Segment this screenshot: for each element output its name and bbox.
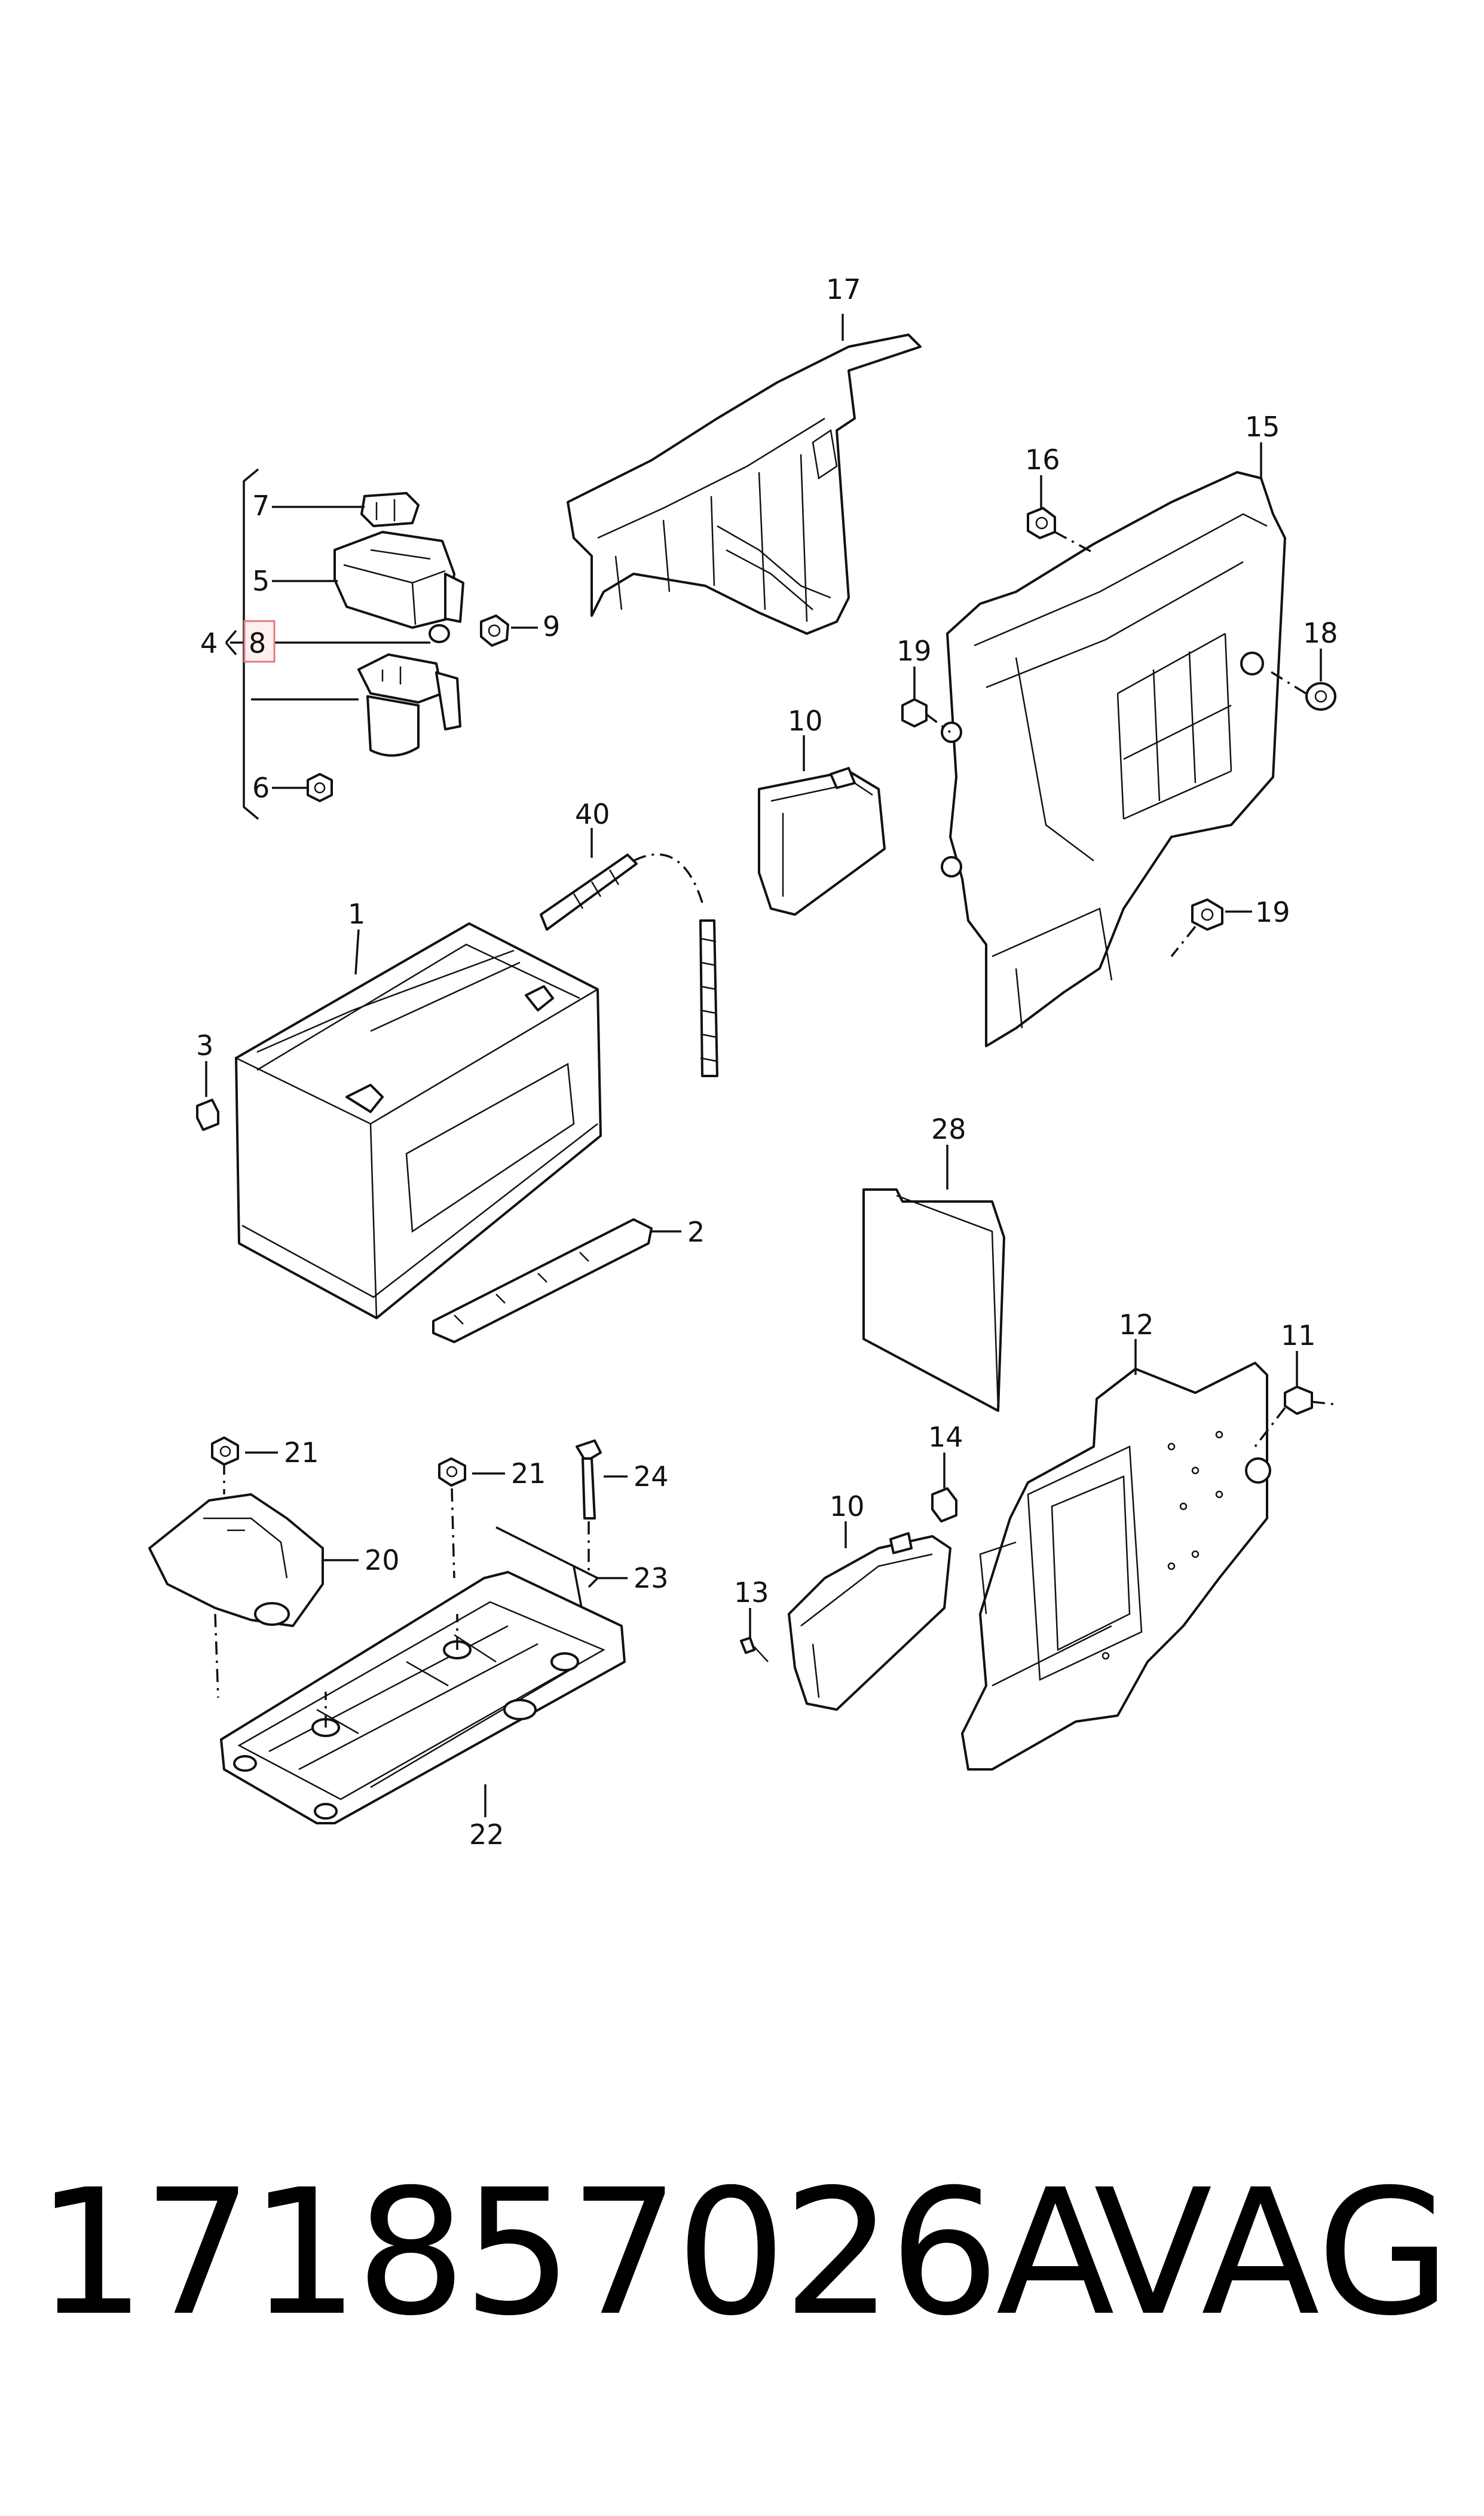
part-18-washer bbox=[1266, 649, 1336, 711]
callout-14: 14 bbox=[928, 1421, 963, 1453]
part-28-card bbox=[862, 1145, 1005, 1412]
part-17-bracket bbox=[567, 314, 922, 635]
part-16-nut bbox=[1027, 475, 1094, 554]
callout-22: 22 bbox=[469, 1818, 504, 1851]
part-21-nut-right bbox=[438, 1457, 505, 1579]
brand-name: VAG bbox=[1094, 2153, 1451, 2354]
callout-8-highlight bbox=[243, 620, 276, 663]
part-24-bolt bbox=[576, 1439, 628, 1572]
callout-10-lower: 10 bbox=[830, 1490, 865, 1523]
callout-6: 6 bbox=[252, 772, 270, 804]
part-10-control-unit-upper bbox=[758, 735, 886, 916]
part-23-clamp bbox=[495, 1526, 628, 1615]
callout-labels: 7 5 4 8 9 6 17 15 16 19 18 10 19 40 1 3 … bbox=[196, 273, 1338, 1851]
part-21-nut-left bbox=[211, 1436, 278, 1466]
callout-19-lower: 19 bbox=[1255, 896, 1290, 928]
part-19-nut-lower bbox=[1170, 898, 1252, 958]
callout-23: 23 bbox=[634, 1562, 669, 1594]
part-5-relay-housing bbox=[333, 531, 464, 629]
callout-19-top: 19 bbox=[896, 635, 932, 667]
callout-9: 9 bbox=[543, 610, 560, 643]
callout-13: 13 bbox=[734, 1576, 769, 1609]
callout-2: 2 bbox=[687, 1216, 705, 1248]
callout-12: 12 bbox=[1119, 1309, 1154, 1341]
callout-40: 40 bbox=[575, 798, 610, 830]
part-15-carrier bbox=[941, 442, 1286, 1047]
part-2-strip bbox=[432, 1218, 681, 1343]
footer: 171857026A VAG bbox=[0, 2128, 1484, 2379]
part-40-cable bbox=[540, 828, 718, 1077]
callout-7: 7 bbox=[252, 490, 270, 522]
part-8-relay-base bbox=[357, 624, 461, 757]
callout-28: 28 bbox=[931, 1113, 966, 1145]
callout-16: 16 bbox=[1025, 444, 1060, 476]
part-12-plate bbox=[961, 1339, 1268, 1771]
part-9-nut bbox=[480, 615, 509, 647]
callout-4: 4 bbox=[200, 627, 218, 659]
callout-21-right: 21 bbox=[511, 1457, 546, 1490]
callout-8: 8 bbox=[249, 627, 266, 659]
callout-18: 18 bbox=[1303, 617, 1338, 649]
part-6-nut bbox=[307, 773, 333, 802]
callout-10-upper: 10 bbox=[788, 705, 823, 737]
callout-1: 1 bbox=[348, 898, 365, 930]
callout-17: 17 bbox=[826, 273, 861, 305]
part-number: 171857026A bbox=[36, 2153, 1115, 2354]
callout-15: 15 bbox=[1245, 411, 1280, 443]
callout-21-left: 21 bbox=[284, 1436, 319, 1469]
callout-5: 5 bbox=[252, 565, 270, 597]
part-14-nut bbox=[931, 1453, 957, 1523]
part-19-nut-top bbox=[901, 667, 951, 733]
part-1-battery bbox=[235, 922, 602, 1319]
part-10-control-unit-lower bbox=[788, 1521, 951, 1711]
callout-3: 3 bbox=[196, 1029, 213, 1062]
part-22-tray bbox=[220, 1571, 626, 1824]
part-20-bracket bbox=[148, 1462, 359, 1698]
callout-20: 20 bbox=[365, 1544, 400, 1576]
callout-24: 24 bbox=[634, 1460, 669, 1493]
part-13-screw bbox=[740, 1608, 769, 1662]
callout-11: 11 bbox=[1281, 1319, 1316, 1352]
part-11-nut bbox=[1245, 1351, 1339, 1484]
part-7-plug bbox=[360, 492, 420, 527]
part-3-plug bbox=[196, 1061, 219, 1131]
